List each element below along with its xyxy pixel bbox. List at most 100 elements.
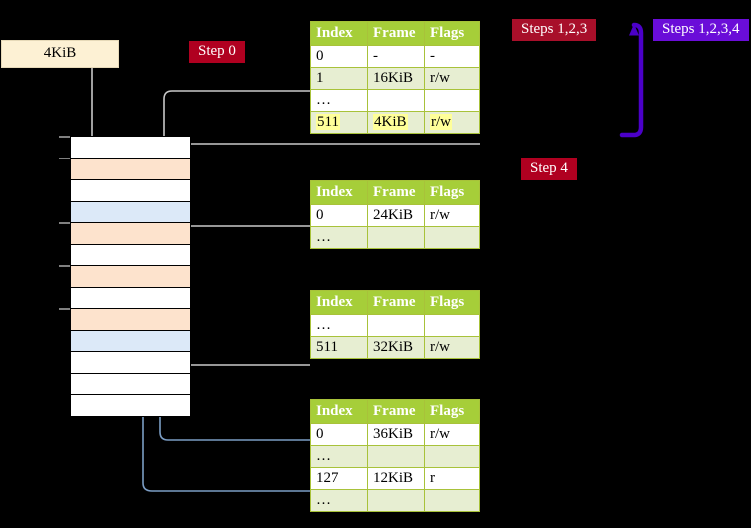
table-cell: 36KiB [367,423,425,446]
memory-frame-tick [59,265,70,267]
column-header: Flags [424,21,480,46]
column-header: Flags [424,399,480,424]
table-cell [424,445,480,468]
table-cell: 4KiB [367,111,425,134]
memory-frame-tick [59,308,70,310]
table-cell: … [310,226,368,249]
column-header: Index [310,21,368,46]
memory-frame-row[interactable] [70,286,191,310]
table-cell: r/w [424,111,480,134]
column-header: Frame [367,180,425,205]
wire-pml4-row1-to-memory [163,90,310,236]
badge-steps-123: Steps 1,2,3 [512,19,597,41]
table-cell: 511 [310,336,368,359]
table-row[interactable]: … [310,226,480,249]
physical-memory-column [59,136,191,418]
table-cell: - [367,45,425,68]
memory-frame-row[interactable] [70,372,191,396]
badge-steps-1234: Steps 1,2,3,4 [653,19,749,41]
column-header: Flags [424,290,480,315]
table-cell: … [310,445,368,468]
column-header: Frame [367,399,425,424]
memory-frame-row[interactable] [70,265,191,289]
table-cell: r/w [424,204,480,227]
table-cell: 511 [310,111,368,134]
memory-frame-row[interactable] [70,136,191,160]
table-cell: 32KiB [367,336,425,359]
table-cell: 0 [310,204,368,227]
table-cell: r/w [424,423,480,446]
table-cell: … [310,489,368,512]
table-cell: r/w [424,336,480,359]
table-cell: … [310,89,368,112]
column-header: Index [310,290,368,315]
column-header: Flags [424,180,480,205]
highlighted-value: r/w [430,114,452,130]
table-cell: … [310,314,368,337]
memory-frame-row[interactable] [70,243,191,267]
column-header: Frame [367,290,425,315]
memory-frame-row[interactable] [70,157,191,181]
memory-frame-row[interactable] [70,308,191,332]
memory-frame-row[interactable] [70,200,191,224]
table-row[interactable]: … [310,489,480,512]
table-cell [424,89,480,112]
table-cell [367,489,425,512]
wire-pml4-row511-to-memory [179,143,480,166]
table-cell [367,226,425,249]
wire-pt-row127-to-memory [136,208,480,492]
memory-frame-tick [59,222,70,224]
table-cell: 127 [310,467,368,490]
wire-pt-row0-to-memory [153,336,480,441]
table-cell: 0 [310,423,368,446]
table-cell [367,445,425,468]
memory-frame-row[interactable] [70,351,191,375]
badge-step-0: Step 0 [189,41,245,63]
table-cell: - [424,45,480,68]
bracket-steps-1234 [619,22,644,138]
table-cell [367,314,425,337]
memory-frame-tick [59,136,70,138]
table-cell: 16KiB [367,67,425,90]
table-cell [367,89,425,112]
table-cell [424,226,480,249]
column-header: Frame [367,21,425,46]
page-size-box: 4KiB [1,40,119,68]
table-row[interactable]: 511 4KiB r/w [310,111,480,134]
table-cell: 0 [310,45,368,68]
column-header: Index [310,399,368,424]
table-row[interactable]: … [310,445,480,468]
table-cell: 12KiB [367,467,425,490]
table-row[interactable]: 0-- [310,45,480,68]
memory-frame-row[interactable] [70,179,191,203]
memory-frame-tick [59,157,70,160]
memory-frame-row[interactable] [70,222,191,246]
table-cell [424,489,480,512]
badge-step-4: Step 4 [521,158,577,180]
wire-pdpt-row0-to-memory [179,225,310,272]
table-cell: 24KiB [367,204,425,227]
table-row[interactable]: … [310,89,480,112]
table-cell [424,314,480,337]
table-cell: 1 [310,67,368,90]
memory-frame-row[interactable] [70,394,191,418]
highlighted-value: 4KiB [373,114,408,130]
table-cell: r/w [424,67,480,90]
memory-frame-row[interactable] [70,329,191,353]
table-row[interactable]: … [310,314,480,337]
highlighted-value: 511 [316,114,340,130]
